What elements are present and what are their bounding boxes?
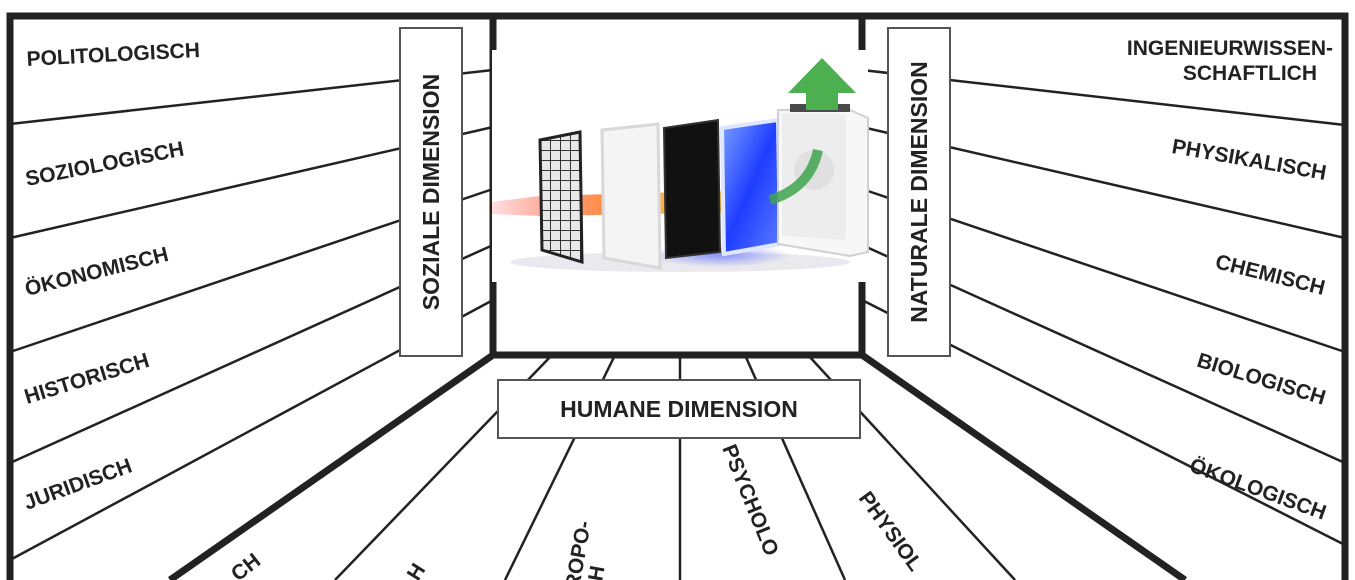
social-dimension-box: SOZIALE DIMENSION — [399, 27, 463, 357]
label-oekologisch: ÖKOLOGISCH — [1186, 454, 1329, 525]
uv-filter — [719, 117, 783, 257]
natural-dimension-box: NATURALE DIMENSION — [887, 27, 951, 357]
label-historisch: HISTORISCH — [22, 349, 152, 409]
human-labels: CH H ROPO- H PSYCHOLO PHYSIOL — [227, 441, 927, 580]
floor-label-4: PSYCHOLO — [717, 441, 782, 559]
airflow-arrow — [788, 58, 856, 110]
hepa-filter — [600, 122, 662, 270]
air-purifier-photo — [492, 50, 869, 282]
label-chemisch: CHEMISCH — [1213, 250, 1327, 299]
label-ingenieur-line2: SCHAFTLICH — [1183, 62, 1317, 85]
label-soziologisch: SOZIOLOGISCH — [24, 138, 186, 191]
label-juridisch: JURIDISCH — [21, 454, 135, 514]
pre-filter-grid — [538, 130, 584, 265]
social-labels: POLITOLOGISCH SOZIOLOGISCH ÖKONOMISCH HI… — [21, 39, 201, 515]
floor-label-3b: H — [584, 564, 609, 580]
purifier-unit — [768, 104, 869, 258]
floor-label-1: CH — [227, 549, 265, 580]
outer-frame — [6, 12, 1349, 580]
label-physikalisch: PHYSIKALISCH — [1170, 135, 1328, 185]
label-ingenieur-line1: INGENIEURWISSEN- — [1127, 37, 1333, 60]
natural-labels: INGENIEURWISSEN- SCHAFTLICH PHYSIKALISCH… — [1127, 37, 1333, 525]
carbon-filter — [662, 118, 722, 260]
label-oekonomisch: ÖKONOMISCH — [23, 243, 171, 301]
label-biologisch: BIOLOGISCH — [1194, 349, 1328, 410]
natural-dimension-title: NATURALE DIMENSION — [906, 61, 932, 323]
floor-label-2: H — [403, 560, 431, 580]
human-dimension-box: HUMANE DIMENSION — [497, 379, 861, 439]
human-dimension-title: HUMANE DIMENSION — [560, 396, 798, 422]
label-politologisch: POLITOLOGISCH — [26, 39, 200, 71]
floor-label-5: PHYSIOL — [854, 487, 927, 575]
social-dimension-title: SOZIALE DIMENSION — [418, 74, 444, 310]
